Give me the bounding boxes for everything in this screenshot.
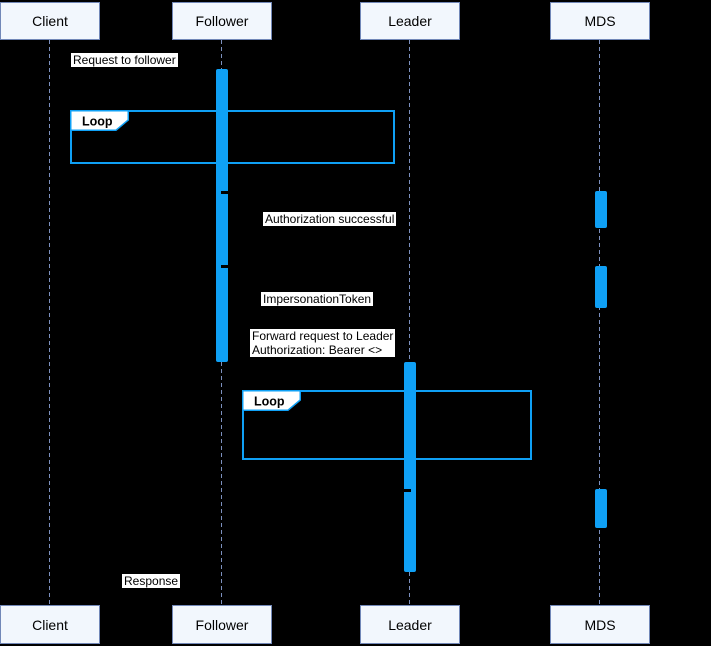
message-label-line: Request to follower	[73, 53, 176, 67]
message-label: Request to follower	[71, 53, 178, 67]
message-label-line: Authorization: Bearer <>	[252, 343, 383, 357]
actor-box-bottom-follower: Follower	[172, 605, 272, 644]
message-label: Response	[122, 574, 181, 588]
actor-box-bottom-leader: Leader	[360, 605, 460, 644]
lifeline-client	[49, 40, 50, 605]
loop-label-text: Loop	[254, 395, 285, 409]
message-line-tick	[221, 265, 229, 268]
message-label-line: ImpersonationToken	[263, 292, 372, 306]
message-label-line: Response	[124, 574, 179, 588]
message-label-line: Authorization successful	[265, 212, 395, 226]
actor-box-top-follower: Follower	[172, 2, 272, 40]
message-line-tick	[221, 191, 229, 194]
lifeline-mds	[599, 40, 600, 605]
actor-box-bottom-mds: MDS	[550, 605, 650, 644]
activation-bar-follower	[216, 69, 228, 362]
actor-box-bottom-client: Client	[0, 605, 100, 644]
loop-frame-label: Loop	[70, 110, 129, 131]
message-line-tick	[403, 489, 411, 492]
activation-bar-mds	[595, 191, 607, 228]
loop-frame	[70, 110, 395, 164]
message-label-line: Forward request to Leader	[252, 329, 394, 343]
loop-frame-label: Loop	[242, 390, 301, 411]
loop-label-shape: Loop	[242, 390, 301, 411]
message-label: Authorization successful	[263, 212, 397, 226]
actor-box-top-client: Client	[0, 2, 100, 40]
actor-box-top-leader: Leader	[360, 2, 460, 40]
loop-label-shape: Loop	[70, 110, 129, 131]
activation-bar-mds	[595, 266, 607, 308]
activation-bar-mds	[595, 489, 607, 528]
message-label: ImpersonationToken	[261, 292, 374, 306]
activation-bar-leader	[404, 362, 416, 572]
lifeline-leader	[409, 40, 410, 605]
actor-box-top-mds: MDS	[550, 2, 650, 40]
loop-frame	[242, 390, 532, 460]
loop-label-text: Loop	[82, 115, 113, 129]
